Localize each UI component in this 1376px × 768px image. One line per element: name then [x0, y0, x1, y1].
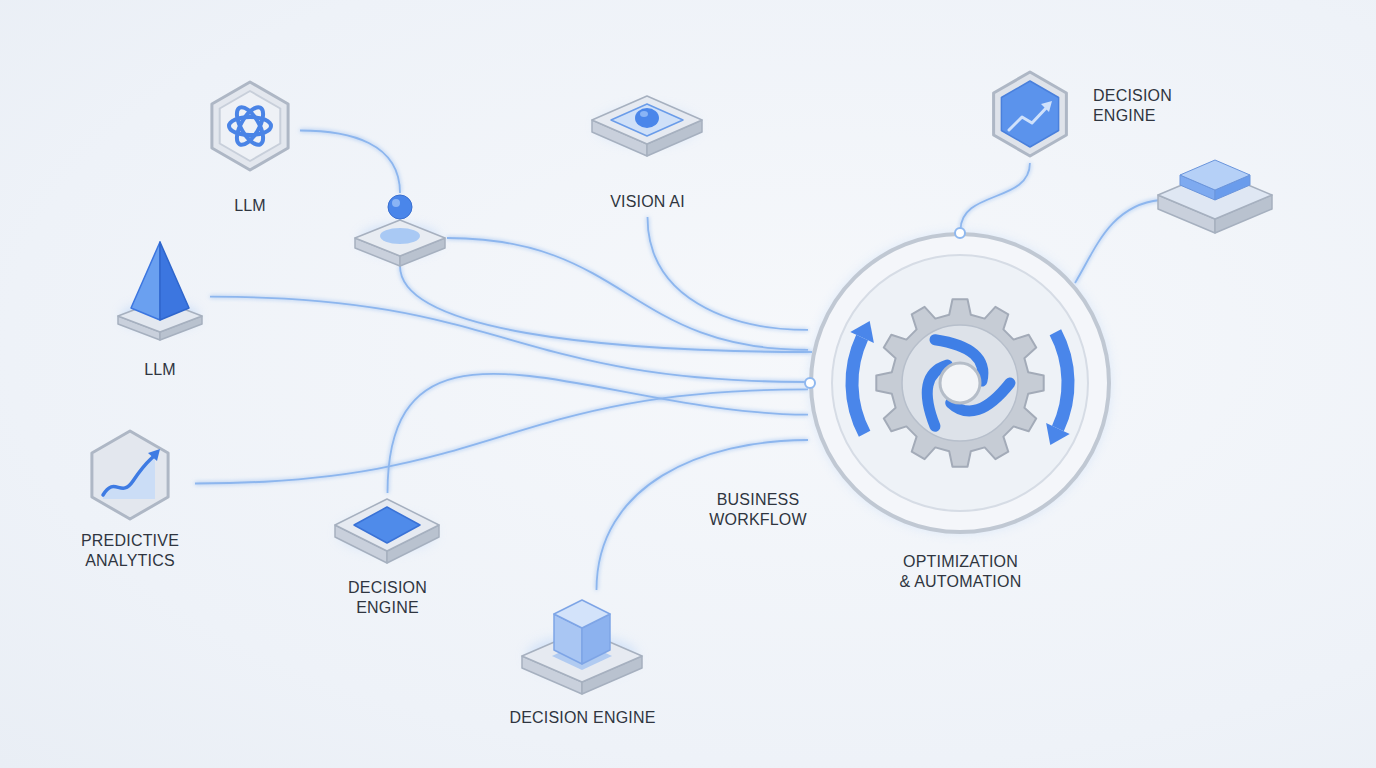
icon-part [332, 493, 442, 571]
cycle-arrow [1055, 332, 1068, 428]
connector-line [648, 217, 809, 330]
icon-part [232, 103, 269, 148]
icon-part [205, 78, 295, 173]
wire [1075, 200, 1160, 283]
icon-part [1041, 101, 1052, 112]
arrow-head [850, 321, 874, 343]
icon-part [212, 82, 288, 170]
icon-part [92, 431, 168, 519]
icon-part [148, 449, 160, 461]
connector-line [961, 163, 1030, 230]
icon-part [232, 103, 269, 148]
icon-part [220, 91, 281, 161]
icon-part [808, 230, 1113, 535]
node-icon [520, 590, 645, 690]
connector-line [300, 131, 808, 350]
connector-line [388, 374, 809, 493]
node-icon [808, 230, 1113, 535]
icon-part [1009, 106, 1048, 130]
node-ball [388, 195, 412, 219]
icon-part [876, 299, 1043, 466]
node-icon [332, 493, 442, 571]
icon-part [955, 228, 965, 238]
relay-block [1158, 160, 1272, 233]
node-label: VISION AI [580, 192, 715, 212]
arrow-head [1046, 423, 1070, 445]
icon-part [640, 111, 648, 117]
connector-line [195, 389, 808, 483]
node-icon [205, 78, 295, 173]
icon-part [611, 104, 683, 136]
model-node: LLM [110, 240, 210, 385]
icon-part [115, 240, 205, 340]
hub-node: OPTIMIZATION & AUTOMATION [808, 230, 1113, 592]
node-icon [115, 240, 205, 340]
icon-part [592, 96, 702, 144]
highlight [392, 199, 400, 207]
icon-part [590, 92, 705, 164]
node-label: LLM [200, 196, 300, 216]
block-top [355, 220, 445, 256]
icon-part [520, 590, 645, 690]
icon-part [160, 242, 189, 320]
icon-part [832, 255, 1088, 511]
node-icon [985, 68, 1075, 160]
icon-part [103, 455, 155, 499]
analytics-node: PREDICTIVE ANALYTICS [65, 425, 195, 575]
wire [400, 266, 812, 352]
icon-part [131, 242, 160, 320]
icon-part [554, 600, 610, 628]
glow [380, 228, 420, 244]
icon-part [811, 234, 1109, 532]
icon-part [810, 233, 1110, 533]
model-node: VISION AI [580, 92, 715, 217]
icon-part [229, 117, 271, 135]
node-label: LLM [110, 360, 210, 380]
node-label: DECISION ENGINE [495, 708, 670, 728]
icon-part [85, 425, 175, 525]
icon-part [805, 378, 815, 388]
icon-part [103, 455, 155, 495]
connector-line [210, 297, 808, 382]
engine-node: DECISION ENGINE [495, 590, 670, 730]
node-icon [85, 425, 175, 525]
node-label: DECISION ENGINE [1093, 86, 1193, 126]
icon-part [940, 363, 980, 403]
icon-part [902, 325, 1018, 441]
icon-part [354, 507, 420, 543]
cycle-arrow [852, 337, 865, 433]
node-label: PREDICTIVE ANALYTICS [65, 531, 195, 571]
icon-part [985, 68, 1075, 160]
engine-node: DECISION ENGINE [330, 493, 445, 623]
engine-node: DECISION ENGINE [985, 68, 1195, 163]
node-label: OPTIMIZATION & AUTOMATION [897, 552, 1024, 592]
icon-part [994, 72, 1067, 156]
node-icon [590, 92, 705, 164]
block-top [1180, 160, 1250, 190]
relay-block [355, 195, 445, 266]
icon-part [1001, 81, 1058, 147]
node-label: DECISION ENGINE [330, 578, 445, 618]
model-node: LLM [200, 78, 300, 220]
icon-part [335, 499, 439, 551]
flow-label: BUSINESS WORKFLOW [693, 490, 823, 530]
icon-part [635, 108, 659, 128]
